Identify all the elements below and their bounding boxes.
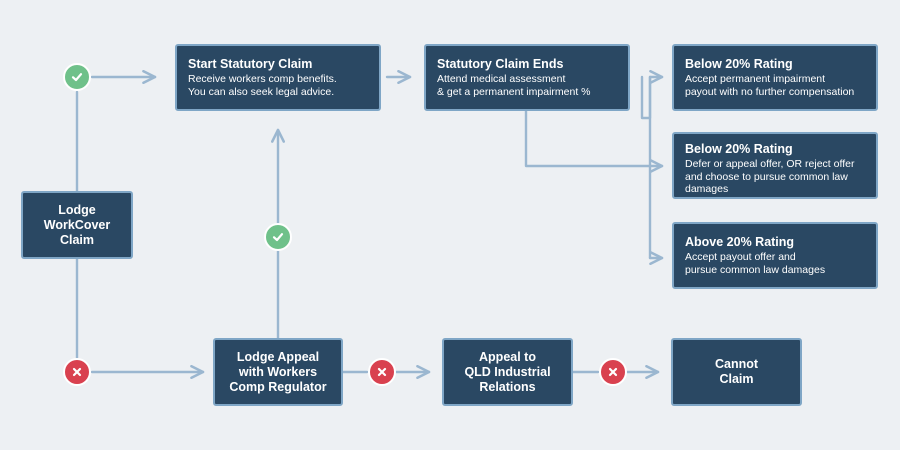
cannot-claim-box: Cannot Claim (671, 338, 802, 406)
cross-icon (368, 358, 396, 386)
node-title: Start Statutory Claim (188, 57, 313, 71)
cross-icon (599, 358, 627, 386)
node-body-line: Receive workers comp benefits. (188, 73, 337, 85)
lodge-appeal-box: Lodge Appeal with Workers Comp Regulator (213, 338, 343, 406)
node-body-line: Accept payout offer and (685, 251, 796, 263)
below-20-rating-defer-box: Below 20% Rating Defer or appeal offer, … (672, 132, 878, 199)
appeal-qld-box: Appeal to QLD Industrial Relations (442, 338, 573, 406)
node-body-line: & get a permanent impairment % (437, 85, 591, 98)
node-label-line: with Workers (238, 364, 318, 379)
node-body-line: Attend medical assessment (437, 73, 566, 85)
node-label-line: QLD Industrial (464, 364, 551, 379)
node-label-line: Lodge (58, 202, 96, 217)
node-title: Above 20% Rating (685, 235, 795, 249)
lodge-workcover-claim-box: Lodge WorkCover Claim (21, 191, 133, 259)
above-20-rating-box: Above 20% Rating Accept payout offer and… (672, 222, 878, 289)
statutory-claim-ends-box: Statutory Claim Ends Attend medical asse… (424, 44, 630, 111)
node-body-line: payout with no further compensation (685, 85, 855, 98)
node-label-line: WorkCover (43, 217, 111, 232)
node-body-line: Accept permanent impairment (685, 73, 826, 85)
node-label-line: Claim (59, 232, 95, 247)
check-icon (63, 63, 91, 91)
node-title: Statutory Claim Ends (437, 57, 564, 71)
connector-ends-to-split (524, 108, 652, 168)
node-label-line: Comp Regulator (229, 379, 327, 394)
check-icon (264, 223, 292, 251)
node-body-line: pursue common law damages (685, 263, 826, 276)
node-label-line: Cannot (714, 357, 759, 371)
node-title: Below 20% Rating (685, 57, 793, 71)
node-body-line: You can also seek legal advice. (188, 85, 335, 98)
arrow-to-below20-a (640, 69, 664, 120)
node-body-line: damages (685, 183, 729, 195)
node-label-line: Appeal to (479, 349, 536, 364)
cross-icon (63, 358, 91, 386)
node-label-line: Claim (719, 372, 754, 386)
node-label-line: Relations (479, 379, 536, 394)
node-body-line: and choose to pursue common law (685, 170, 848, 183)
node-body-line: Defer or appeal offer, OR reject offer (685, 158, 855, 170)
node-title: Below 20% Rating (685, 142, 793, 156)
below-20-rating-accept-box: Below 20% Rating Accept permanent impair… (672, 44, 878, 111)
start-statutory-claim-box: Start Statutory Claim Receive workers co… (175, 44, 381, 111)
node-label-line: Lodge Appeal (236, 349, 320, 364)
